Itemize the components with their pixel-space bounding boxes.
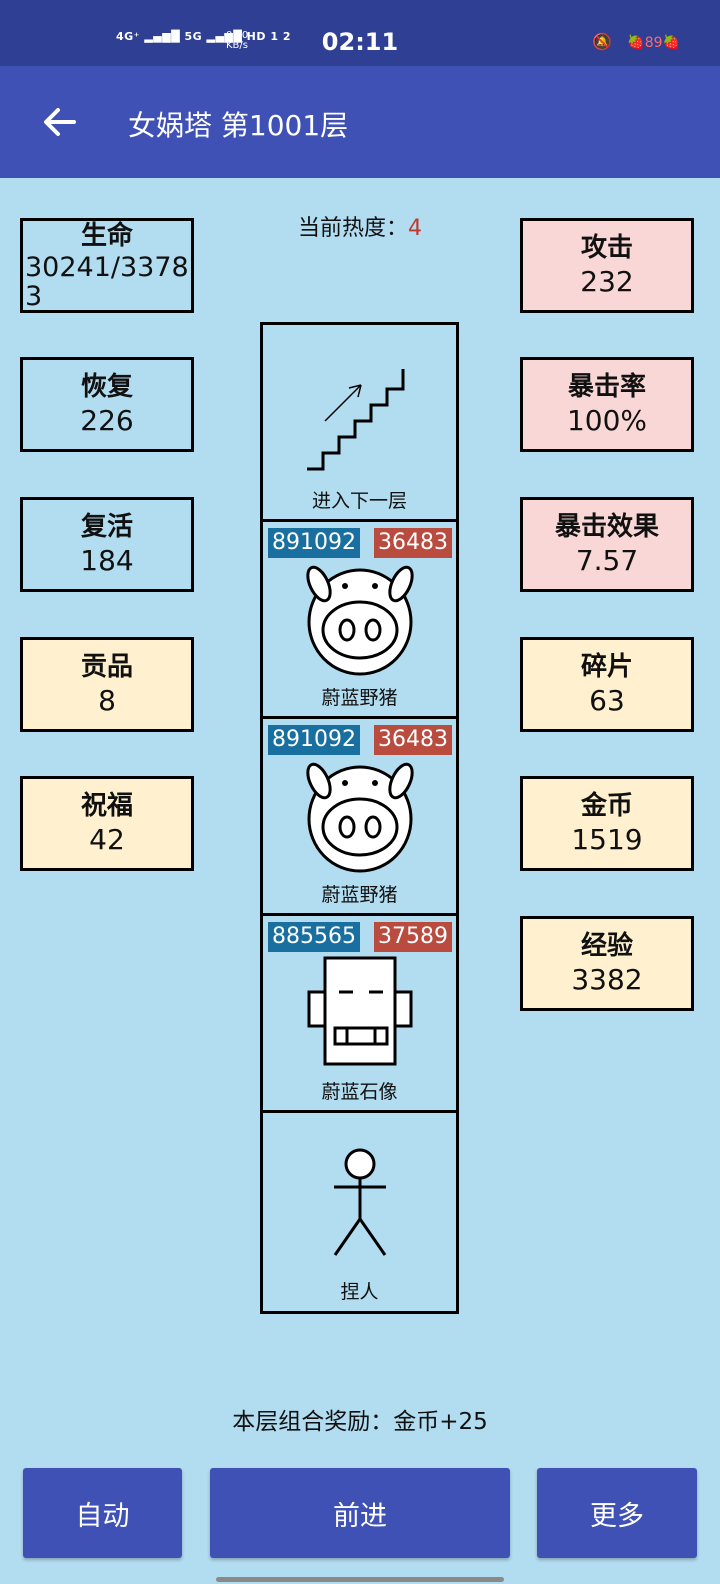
stick-figure-icon [333, 1148, 387, 1256]
tower-cell-label: 蔚蓝野猪 [321, 687, 398, 709]
app-bar: 女娲塔 第1001层 [0, 66, 720, 178]
tower-cell-monster[interactable]: 891092 36483 蔚蓝野猪 [263, 719, 456, 916]
network-indicator: 4G⁺ ▂▄▆█ 5G ▂▄▆█ HD 1 2 [116, 30, 291, 43]
tower-cell-stairs[interactable]: 进入下一层 [263, 325, 456, 522]
more-button[interactable]: 更多 [537, 1468, 697, 1558]
stat-tribute: 贡品 8 [20, 637, 194, 732]
monster-attack-badge: 36483 [374, 528, 452, 558]
monster-hp-badge: 891092 [268, 725, 360, 755]
monster-hp-badge: 891092 [268, 528, 360, 558]
page-title: 女娲塔 第1001层 [128, 109, 349, 142]
stat-gold: 金币 1519 [520, 776, 694, 871]
stat-crit-effect: 暴击效果 7.57 [520, 497, 694, 592]
boar-icon [306, 762, 414, 873]
stat-hp: 生命 30241/33783 [20, 218, 194, 313]
arrow-left-icon [44, 108, 76, 136]
stat-recovery: 恢复 226 [20, 357, 194, 452]
stat-blessing: 祝福 42 [20, 776, 194, 871]
heat-indicator: 当前热度：4 [297, 216, 422, 241]
gesture-handle[interactable] [216, 1577, 504, 1582]
stat-crit-rate: 暴击率 100% [520, 357, 694, 452]
status-bar: 4G⁺ ▂▄▆█ 5G ▂▄▆█ HD 1 2 0.10 KB/s 02:11 … [0, 0, 720, 66]
back-button[interactable] [40, 102, 80, 142]
stat-revive: 复活 184 [20, 497, 194, 592]
tower-column: 进入下一层 891092 36483 蔚蓝野猪 891092 36483 [260, 322, 459, 1314]
tower-cell-player[interactable]: 捏人 [263, 1113, 456, 1310]
tower-cell-monster[interactable]: 885565 37589 蔚蓝石像 [263, 916, 456, 1113]
status-icons: 🔕 🍓89🍓 [592, 32, 680, 51]
heat-value: 4 [408, 216, 422, 241]
battery-indicator: 🍓89🍓 [627, 35, 680, 51]
monster-attack-badge: 36483 [374, 725, 452, 755]
stat-exp: 经验 3382 [520, 916, 694, 1011]
statue-icon [307, 956, 413, 1066]
tower-cell-monster[interactable]: 891092 36483 蔚蓝野猪 [263, 522, 456, 719]
tower-cell-label: 蔚蓝野猪 [321, 884, 398, 906]
stat-attack: 攻击 232 [520, 218, 694, 313]
monster-attack-badge: 37589 [374, 922, 452, 952]
tower-cell-label: 蔚蓝石像 [321, 1081, 398, 1103]
boar-icon [306, 565, 414, 676]
forward-button[interactable]: 前进 [210, 1468, 510, 1558]
monster-hp-badge: 885565 [268, 922, 360, 952]
network-speed: 0.10 KB/s [226, 30, 249, 51]
floor-reward: 本层组合奖励：金币+25 [232, 1409, 488, 1435]
auto-button[interactable]: 自动 [23, 1468, 182, 1558]
bell-off-icon: 🔕 [592, 32, 613, 51]
stat-shards: 碎片 63 [520, 637, 694, 732]
tower-cell-label: 捏人 [340, 1281, 379, 1303]
tower-cell-label: 进入下一层 [311, 490, 407, 512]
clock: 02:11 [321, 28, 399, 56]
stairs-icon [307, 369, 405, 471]
